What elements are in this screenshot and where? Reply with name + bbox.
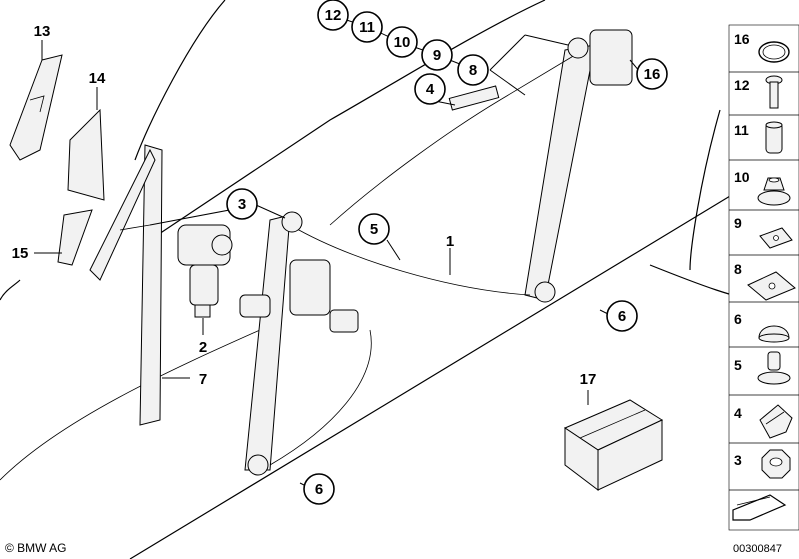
window-motor <box>177 224 233 318</box>
panel-label-3: 3 <box>734 452 742 468</box>
callout-14: 14 <box>89 70 106 87</box>
callout-13: 13 <box>34 23 51 40</box>
collar-nut-icon <box>757 177 791 206</box>
callout-4: 4 <box>426 81 435 98</box>
o-ring-icon <box>758 41 790 63</box>
expanding-rivet-icon <box>757 351 791 385</box>
callout-3: 3 <box>238 196 246 213</box>
window-regulator <box>239 29 633 476</box>
window-channel <box>89 144 163 426</box>
panel-label-9: 9 <box>734 215 742 231</box>
panel-label-10: 10 <box>734 169 750 185</box>
callout-15: 15 <box>12 245 29 262</box>
panel-label-12: 12 <box>734 77 750 93</box>
callout-8: 8 <box>469 62 477 79</box>
window-glass-small <box>67 108 105 201</box>
callout-7: 7 <box>199 371 207 388</box>
panel-label-16: 16 <box>734 31 750 47</box>
clip-plate-icon <box>747 271 796 301</box>
arrow-icon <box>732 494 787 521</box>
clip-plate-icon <box>759 227 793 249</box>
callout-5: 5 <box>370 221 378 238</box>
copyright: © BMW AG <box>5 541 67 555</box>
callout-11: 11 <box>359 19 375 36</box>
callout-circle-group <box>226 0 668 505</box>
panel-label-6: 6 <box>734 311 742 327</box>
callout-17: 17 <box>580 371 597 388</box>
window-seal <box>57 209 93 266</box>
panel-label-8: 8 <box>734 261 742 277</box>
document-number: 00300847 <box>733 543 782 555</box>
hex-nut-icon <box>761 449 791 479</box>
callout-9: 9 <box>433 47 441 64</box>
sleeve-icon <box>765 121 783 154</box>
panel-label-5: 5 <box>734 357 742 373</box>
callout-16: 16 <box>644 66 661 83</box>
panel-label-11: 11 <box>734 122 749 138</box>
callout-10: 10 <box>394 34 411 51</box>
callout-6-upper: 6 <box>618 308 626 325</box>
callout-12: 12 <box>325 7 342 24</box>
panel-label-4: 4 <box>734 405 742 421</box>
spring-clip-icon <box>759 404 793 439</box>
bolt-icon <box>765 75 783 109</box>
callout-2: 2 <box>199 339 207 356</box>
callout-1: 1 <box>446 233 454 250</box>
cap-icon <box>758 325 790 343</box>
repair-kit-box <box>563 399 664 492</box>
quarter-window-trim <box>9 54 63 161</box>
callout-6-lower: 6 <box>315 481 323 498</box>
door-outline <box>0 0 761 559</box>
